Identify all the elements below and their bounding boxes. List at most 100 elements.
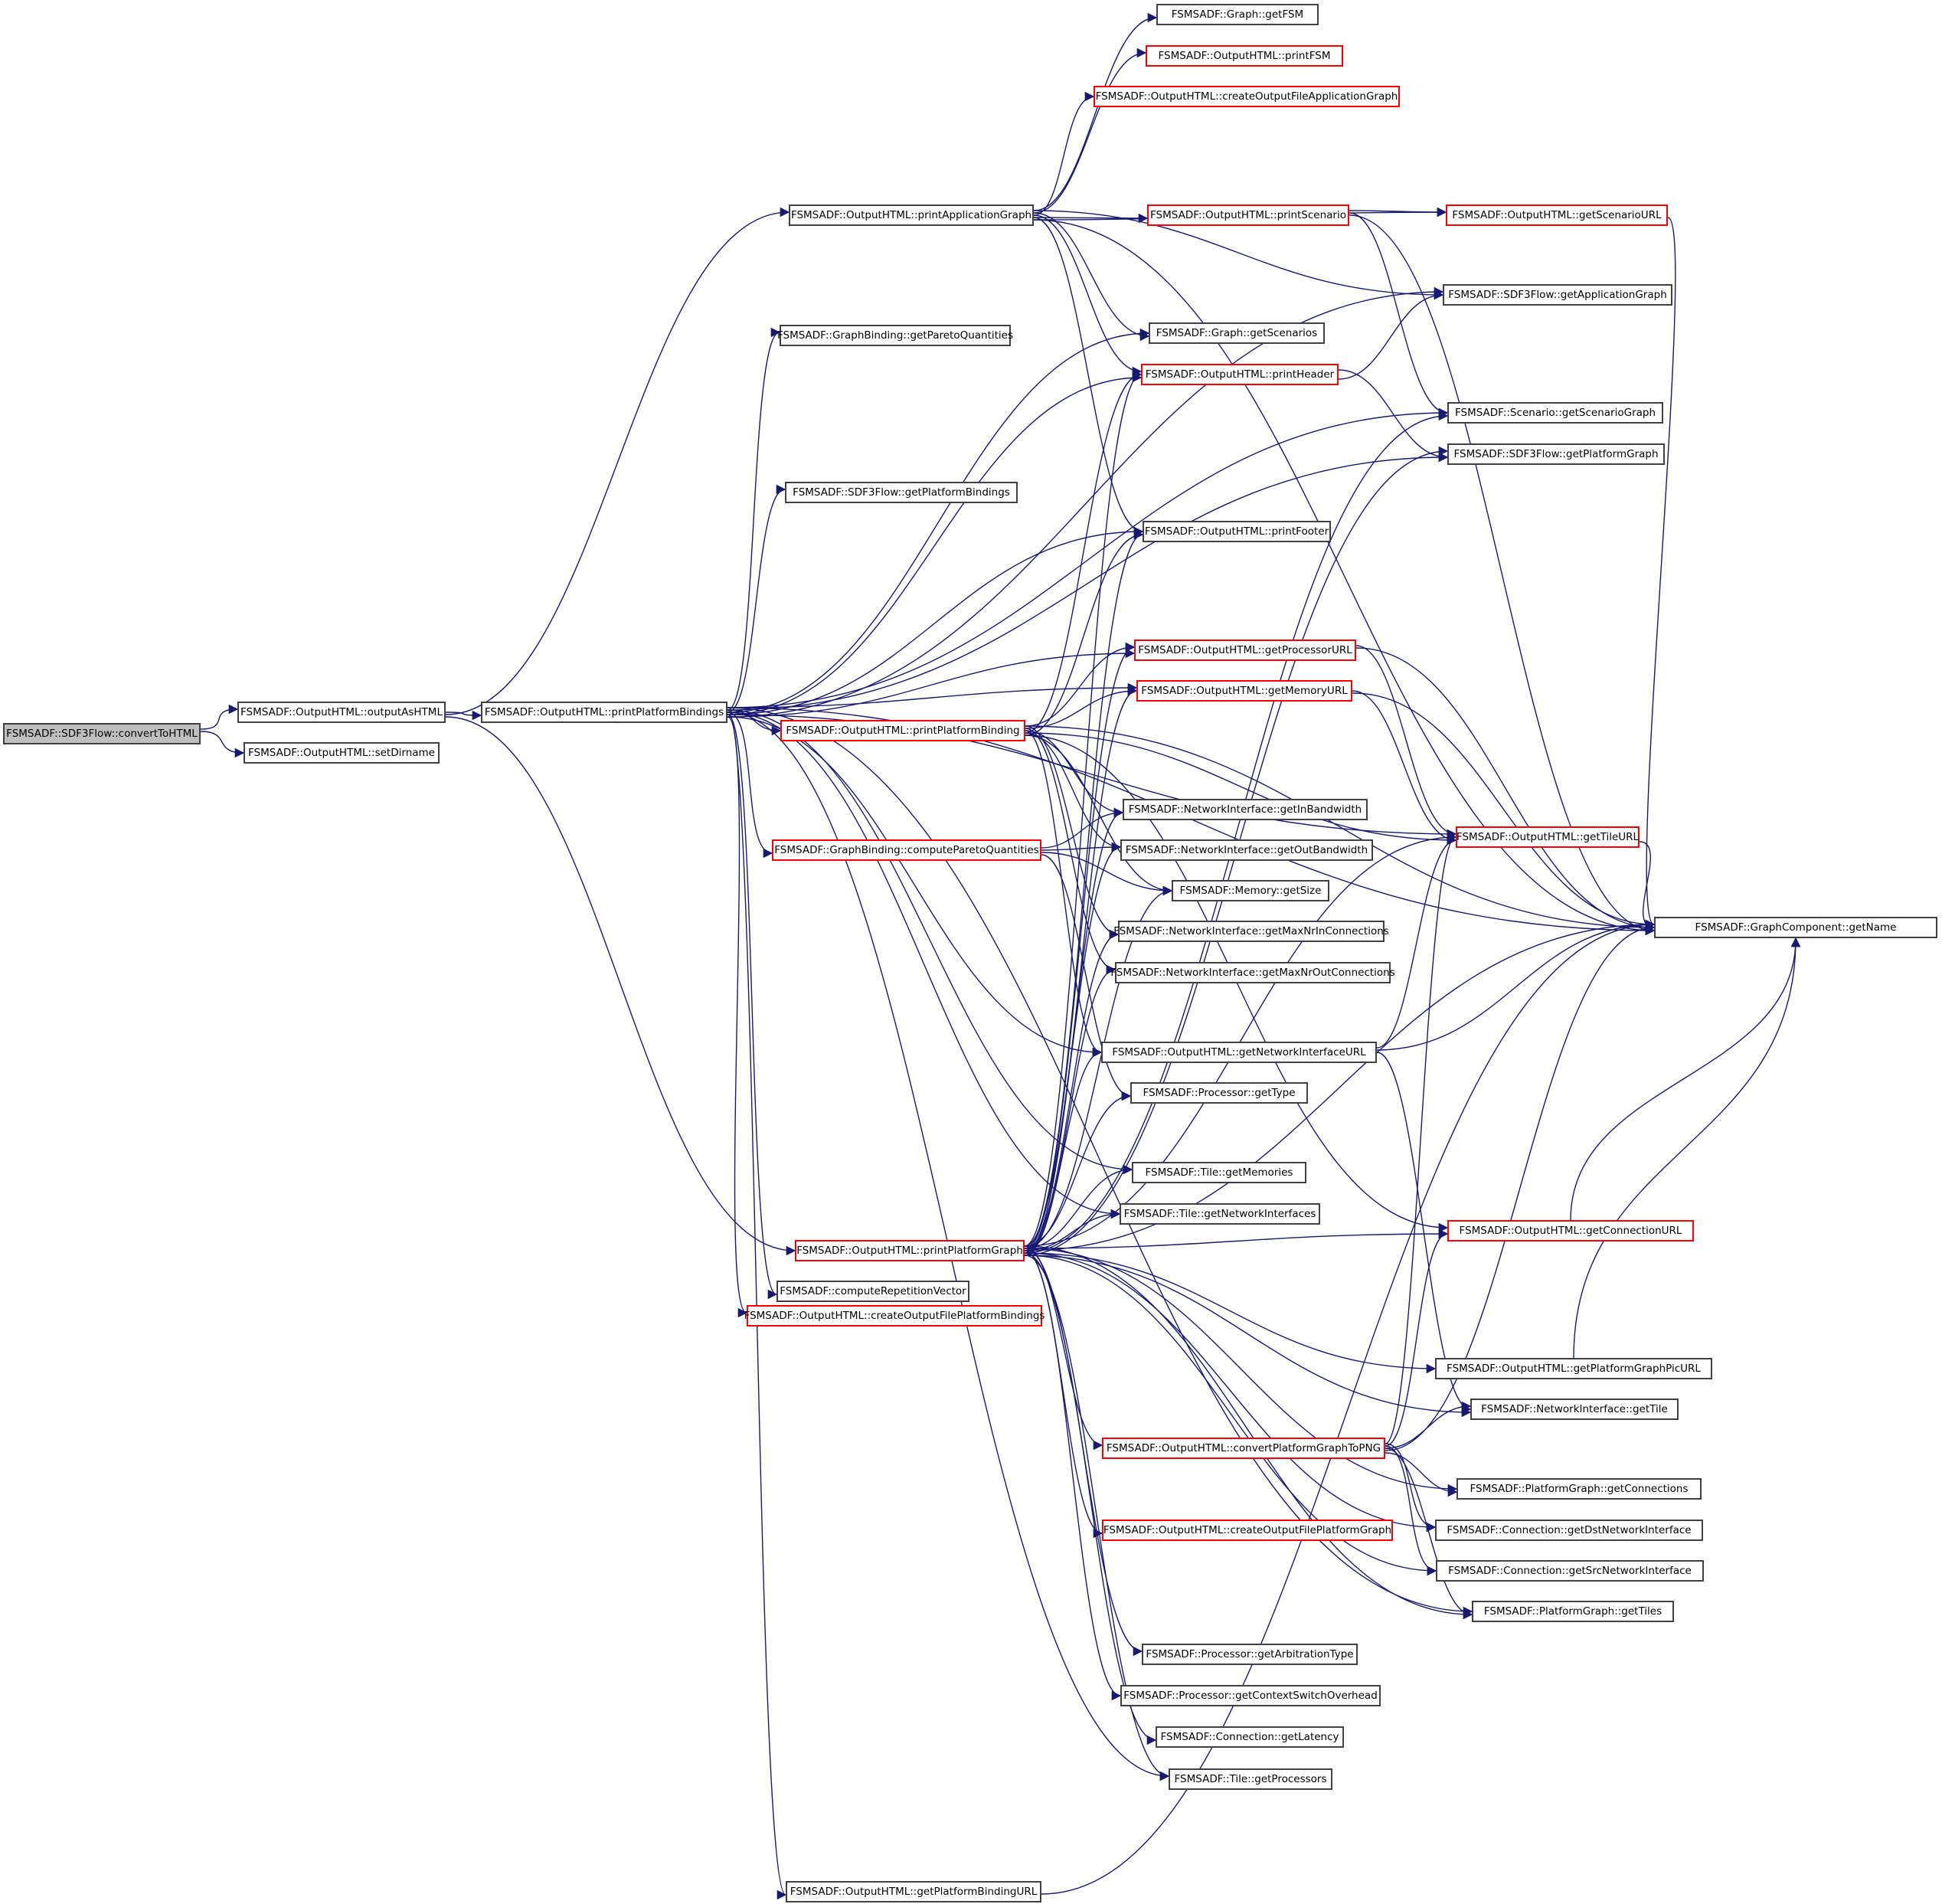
edge-printPlatformBinding-to-getSize bbox=[1025, 734, 1173, 896]
edge-printApplicationGraph-to-printFSM bbox=[1033, 47, 1147, 214]
node-computeRepetitionVector[interactable]: FSMSADF::computeRepetitionVector bbox=[776, 1281, 969, 1302]
edge-printScenario-to-getScenarioURL bbox=[1349, 207, 1447, 218]
edge-printPlatformGraph-to-getOutBandwidth bbox=[1024, 842, 1122, 1247]
node-getInBandwidth[interactable]: FSMSADF::NetworkInterface::getInBandwidt… bbox=[1123, 799, 1368, 820]
edge-printPlatformGraph-to-getType bbox=[1024, 1091, 1132, 1247]
node-createOutputFileApplicationGraph[interactable]: FSMSADF::OutputHTML::createOutputFileApp… bbox=[1094, 86, 1400, 107]
node-printScenario[interactable]: FSMSADF::OutputHTML::printScenario bbox=[1147, 204, 1349, 226]
node-getPlatformGraph[interactable]: FSMSADF::SDF3Flow::getPlatformGraph bbox=[1447, 443, 1665, 465]
edge-printPlatformGraph-to-getLatency bbox=[1024, 1252, 1157, 1745]
edge-printPlatformGraph-to-getMaxNrInConnections bbox=[1024, 929, 1120, 1251]
node-printFSM[interactable]: FSMSADF::OutputHTML::printFSM bbox=[1146, 45, 1343, 67]
node-printApplicationGraph[interactable]: FSMSADF::OutputHTML::printApplicationGra… bbox=[789, 204, 1034, 226]
edge-getConnectionURL-to-getName bbox=[1570, 937, 1801, 1221]
edge-printHeader-to-getApplicationGraph bbox=[1338, 290, 1444, 380]
node-getOutBandwidth[interactable]: FSMSADF::NetworkInterface::getOutBandwid… bbox=[1120, 839, 1373, 861]
node-getPlatformBindings[interactable]: FSMSADF::SDF3Flow::getPlatformBindings bbox=[785, 482, 1018, 503]
node-getTiles[interactable]: FSMSADF::PlatformGraph::getTiles bbox=[1472, 1601, 1674, 1622]
node-getSrcNetworkInterface[interactable]: FSMSADF::Connection::getSrcNetworkInterf… bbox=[1436, 1560, 1704, 1582]
node-getLatency[interactable]: FSMSADF::Connection::getLatency bbox=[1156, 1726, 1344, 1748]
node-getSize[interactable]: FSMSADF::Memory::getSize bbox=[1172, 880, 1329, 901]
edge-printPlatformBinding-to-getMaxNrInConnections bbox=[1025, 725, 1120, 940]
edge-printPlatformGraph-to-getName bbox=[1024, 919, 1656, 1251]
node-getFSM[interactable]: FSMSADF::Graph::getFSM bbox=[1156, 4, 1319, 25]
node-getDstNetworkInterface[interactable]: FSMSADF::Connection::getDstNetworkInterf… bbox=[1435, 1520, 1703, 1541]
edge-getProcessorURL-to-getTileURL bbox=[1355, 645, 1457, 839]
edge-printPlatformBindings-to-printHeader bbox=[727, 372, 1143, 715]
edge-printScenario-to-getScenarioGraph bbox=[1349, 212, 1449, 418]
edge-convertPlatformGraphToPNG-to-getName bbox=[1385, 922, 1656, 1451]
edge-convertPlatformGraphToPNG-to-getConnections bbox=[1385, 1452, 1458, 1497]
node-getMemoryURL[interactable]: FSMSADF::OutputHTML::getMemoryURL bbox=[1136, 680, 1352, 702]
node-printHeader[interactable]: FSMSADF::OutputHTML::printHeader bbox=[1141, 364, 1339, 385]
node-getProcessorURL[interactable]: FSMSADF::OutputHTML::getProcessorURL bbox=[1134, 640, 1356, 661]
edge-printPlatformBindings-to-printFooter bbox=[727, 526, 1144, 715]
node-getParetoQuantities[interactable]: FSMSADF::GraphBinding::getParetoQuantiti… bbox=[777, 325, 1013, 346]
edge-getNetworkInterfaceURL-to-getTile bbox=[1376, 1052, 1472, 1415]
edge-printPlatformGraph-to-getConnections bbox=[1024, 1248, 1458, 1494]
node-getTileURL[interactable]: FSMSADF::OutputHTML::getTileURL bbox=[1456, 826, 1640, 848]
edge-printPlatformBinding-to-printHeader bbox=[1025, 369, 1143, 734]
node-getTile[interactable]: FSMSADF::NetworkInterface::getTile bbox=[1470, 1399, 1679, 1420]
node-getContextSwitchOverhead[interactable]: FSMSADF::Processor::getContextSwitchOver… bbox=[1120, 1685, 1381, 1706]
node-getConnections[interactable]: FSMSADF::PlatformGraph::getConnections bbox=[1456, 1478, 1702, 1500]
node-getNetworkInterfaces[interactable]: FSMSADF::Tile::getNetworkInterfaces bbox=[1120, 1203, 1320, 1225]
node-computeParetoQuantities[interactable]: FSMSADF::GraphBinding::computeParetoQuan… bbox=[772, 839, 1041, 861]
edge-printApplicationGraph-to-printHeader bbox=[1033, 214, 1143, 377]
node-printPlatformGraph[interactable]: FSMSADF::OutputHTML::printPlatformGraph bbox=[795, 1240, 1025, 1261]
edge-printApplicationGraph-to-printFooter bbox=[1033, 217, 1144, 537]
node-getNetworkInterfaceURL[interactable]: FSMSADF::OutputHTML::getNetworkInterface… bbox=[1101, 1042, 1377, 1063]
node-getScenarioURL[interactable]: FSMSADF::OutputHTML::getScenarioURL bbox=[1446, 204, 1668, 226]
edge-outputAsHTML-to-printApplicationGraph bbox=[445, 207, 790, 715]
edge-getMemoryURL-to-getName bbox=[1352, 692, 1656, 930]
node-getApplicationGraph[interactable]: FSMSADF::SDF3Flow::getApplicationGraph bbox=[1443, 284, 1672, 306]
node-getPlatformBindingURL[interactable]: FSMSADF::OutputHTML::getPlatformBindingU… bbox=[786, 1881, 1041, 1902]
node-getScenarios[interactable]: FSMSADF::Graph::getScenarios bbox=[1149, 322, 1325, 344]
node-createOutputFilePlatformGraph[interactable]: FSMSADF::OutputHTML::createOutputFilePla… bbox=[1102, 1520, 1393, 1541]
edge-printApplicationGraph-to-getName bbox=[1033, 219, 1656, 936]
edge-convertPlatformGraphToPNG-to-getDstNetworkInterface bbox=[1385, 1443, 1437, 1533]
node-printPlatformBindings[interactable]: FSMSADF::OutputHTML::printPlatformBindin… bbox=[481, 702, 727, 723]
node-getMaxNrOutConnections[interactable]: FSMSADF::NetworkInterface::getMaxNrOutCo… bbox=[1110, 962, 1395, 983]
node-getMemories[interactable]: FSMSADF::Tile::getMemories bbox=[1132, 1162, 1306, 1183]
edge-printPlatformGraph-to-getMaxNrOutConnections bbox=[1024, 964, 1116, 1254]
node-getMaxNrInConnections[interactable]: FSMSADF::NetworkInterface::getMaxNrInCon… bbox=[1113, 921, 1389, 942]
node-getConnectionURL[interactable]: FSMSADF::OutputHTML::getConnectionURL bbox=[1447, 1220, 1694, 1242]
node-printPlatformBinding[interactable]: FSMSADF::OutputHTML::printPlatformBindin… bbox=[780, 720, 1025, 741]
edge-printPlatformGraph-to-getTile bbox=[1024, 1255, 1472, 1418]
node-printFooter[interactable]: FSMSADF::OutputHTML::printFooter bbox=[1143, 521, 1331, 542]
node-convertToHTML: FSMSADF::SDF3Flow::convertToHTML bbox=[3, 723, 201, 744]
node-convertPlatformGraphToPNG[interactable]: FSMSADF::OutputHTML::convertPlatformGrap… bbox=[1102, 1438, 1385, 1459]
edge-printScenario-to-getName bbox=[1349, 214, 1656, 936]
edge-convertPlatformGraphToPNG-to-getSrcNetworkInterface bbox=[1385, 1445, 1437, 1576]
edge-convertToHTML-to-outputAsHTML bbox=[200, 704, 239, 730]
edge-printPlatformGraph-to-getTiles bbox=[1024, 1245, 1473, 1620]
edge-printPlatformGraph-to-getScenarioGraph bbox=[1024, 411, 1449, 1254]
node-outputAsHTML[interactable]: FSMSADF::OutputHTML::outputAsHTML bbox=[237, 702, 446, 723]
node-setDirname[interactable]: FSMSADF::OutputHTML::setDirname bbox=[244, 742, 440, 764]
node-getName[interactable]: FSMSADF::GraphComponent::getName bbox=[1654, 917, 1937, 938]
edge-printPlatformGraph-to-getSrcNetworkInterface bbox=[1024, 1255, 1437, 1576]
node-createOutputFilePlatformBindings[interactable]: FSMSADF::OutputHTML::createOutputFilePla… bbox=[744, 1305, 1045, 1327]
edge-printPlatformBindings-to-getPlatformBindingURL bbox=[727, 709, 787, 1899]
node-getProcessors[interactable]: FSMSADF::Tile::getProcessors bbox=[1169, 1768, 1332, 1790]
edge-computeParetoQuantities-to-getType bbox=[1041, 854, 1132, 1101]
edge-printApplicationGraph-to-getScenarios bbox=[1033, 212, 1150, 342]
node-getType[interactable]: FSMSADF::Processor::getType bbox=[1130, 1082, 1308, 1104]
edge-printPlatformBindings-to-getApplicationGraph bbox=[727, 286, 1444, 718]
edge-printApplicationGraph-to-createOutputFileApplicationGraph bbox=[1033, 91, 1095, 216]
edge-outputAsHTML-to-printPlatformGraph bbox=[445, 716, 796, 1256]
edge-printPlatformBindings-to-getNetworkInterfaceURL bbox=[727, 716, 1103, 1058]
edge-convertPlatformGraphToPNG-to-getTileURL bbox=[1385, 832, 1457, 1444]
edge-printPlatformBinding-to-getInBandwidth bbox=[1025, 730, 1124, 818]
edge-getScenarioURL-to-getName bbox=[1645, 217, 1676, 930]
edge-printApplicationGraph-to-getFSM bbox=[1033, 12, 1158, 211]
edge-computeParetoQuantities-to-getInBandwidth bbox=[1041, 807, 1124, 849]
node-getScenarioGraph[interactable]: FSMSADF::Scenario::getScenarioGraph bbox=[1447, 402, 1663, 424]
edge-printPlatformBinding-to-getProcessorURL bbox=[1025, 642, 1136, 727]
node-getArbitrationType[interactable]: FSMSADF::Processor::getArbitrationType bbox=[1142, 1644, 1358, 1665]
node-getPlatformGraphPicURL[interactable]: FSMSADF::OutputHTML::getPlatformGraphPic… bbox=[1435, 1358, 1712, 1379]
edge-printPlatformBindings-to-getProcessorURL bbox=[727, 648, 1136, 718]
